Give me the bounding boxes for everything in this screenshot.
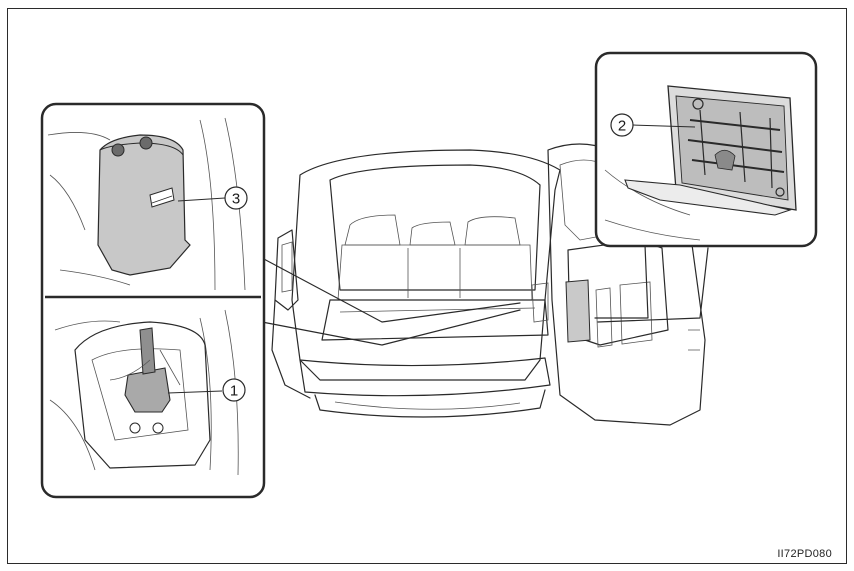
callout-2-label: 2 <box>618 118 626 135</box>
jack-cover-illustration <box>47 117 246 291</box>
jack-illustration <box>49 309 239 476</box>
vehicle-rear-illustration <box>261 143 709 426</box>
callout-3: 3 <box>224 186 248 210</box>
callout-3-label: 3 <box>232 191 240 208</box>
callout-1-label: 1 <box>230 383 238 400</box>
detail-box-jack-area: 3 1 <box>40 102 266 499</box>
callout-1: 1 <box>222 378 246 402</box>
figure-frame <box>7 8 847 564</box>
callout-2: 2 <box>610 113 634 137</box>
figure-code: II72PD080 <box>777 548 832 560</box>
detail-box-tool-kit: 2 <box>594 51 818 248</box>
